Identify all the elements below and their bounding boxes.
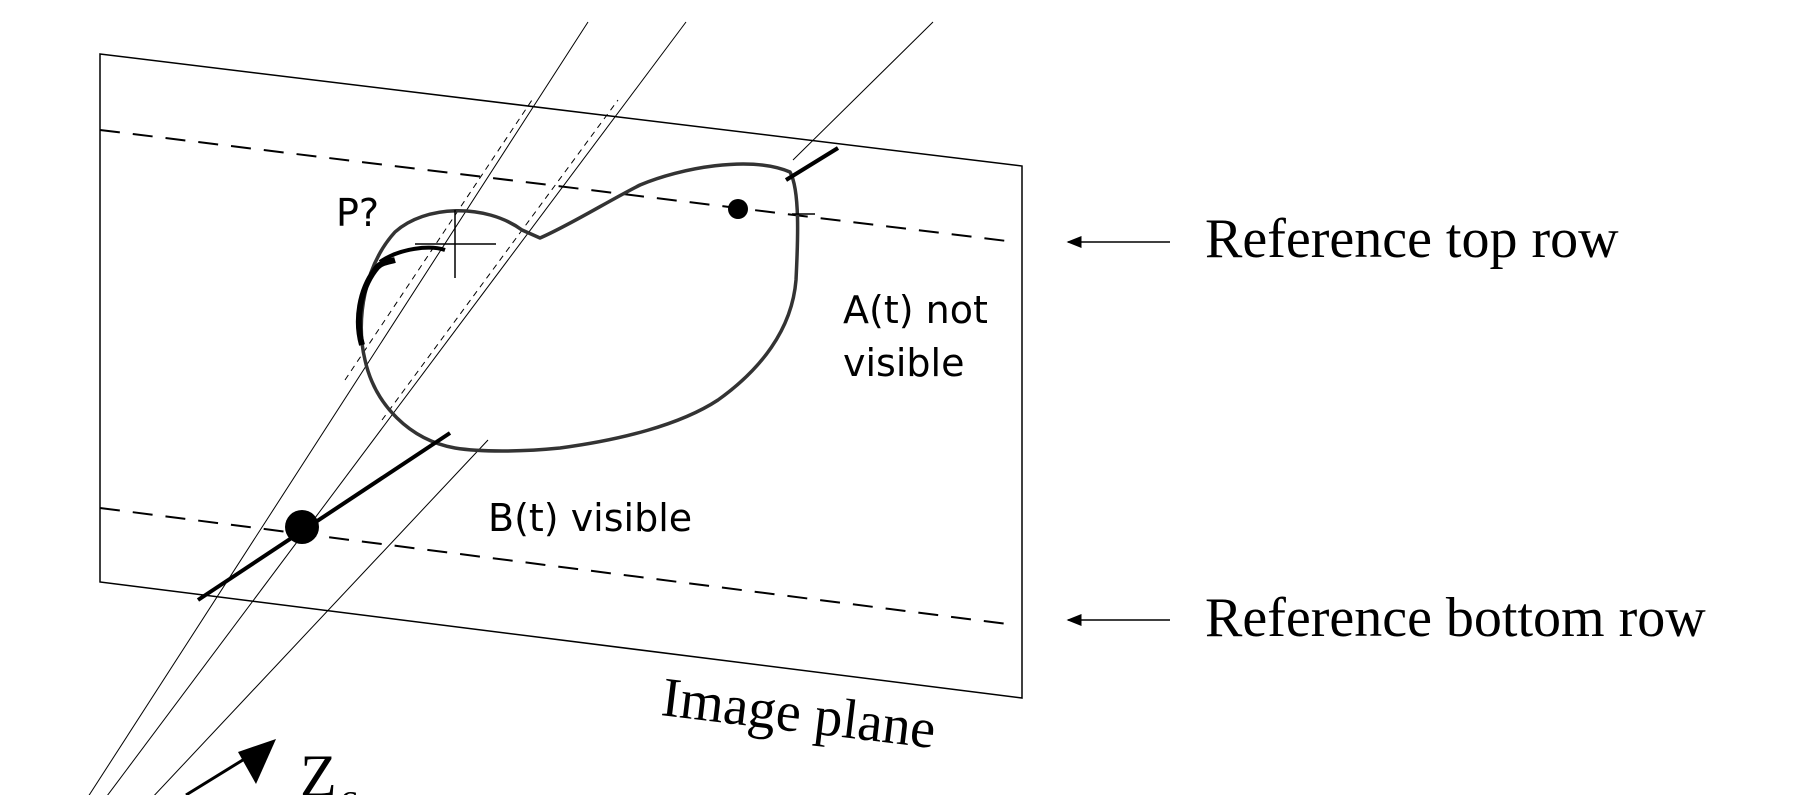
- point-a: [728, 199, 748, 219]
- label-image-plane: Image plane: [658, 666, 939, 761]
- occluding-edge-upper: [378, 245, 446, 264]
- label-a-not-visible-1: A(t) not: [843, 288, 988, 332]
- occluding-edge: [355, 257, 396, 346]
- label-reference-bottom-row: Reference bottom row: [1205, 587, 1706, 649]
- label-reference-top-row: Reference top row: [1205, 208, 1619, 270]
- crosshair-icon: [415, 210, 496, 278]
- point-b: [285, 510, 319, 544]
- label-a-not-visible-2: visible: [843, 341, 964, 385]
- label-z-axis-sub: c: [341, 777, 358, 812]
- reference-top-row-line: [99, 129, 1016, 243]
- b-track-segment: [196, 431, 452, 602]
- reference-bottom-row-line: [99, 507, 1016, 626]
- a-track-segment: [784, 146, 840, 182]
- label-b-visible: B(t) visible: [488, 496, 692, 540]
- image-plane: [99, 53, 1023, 699]
- projection-rays: [88, 21, 934, 795]
- label-z-axis-main: Z: [300, 743, 337, 809]
- z-axis-arrowhead: [238, 739, 276, 784]
- hidden-projection-rays: [344, 99, 619, 421]
- label-p-query: P?: [336, 191, 379, 235]
